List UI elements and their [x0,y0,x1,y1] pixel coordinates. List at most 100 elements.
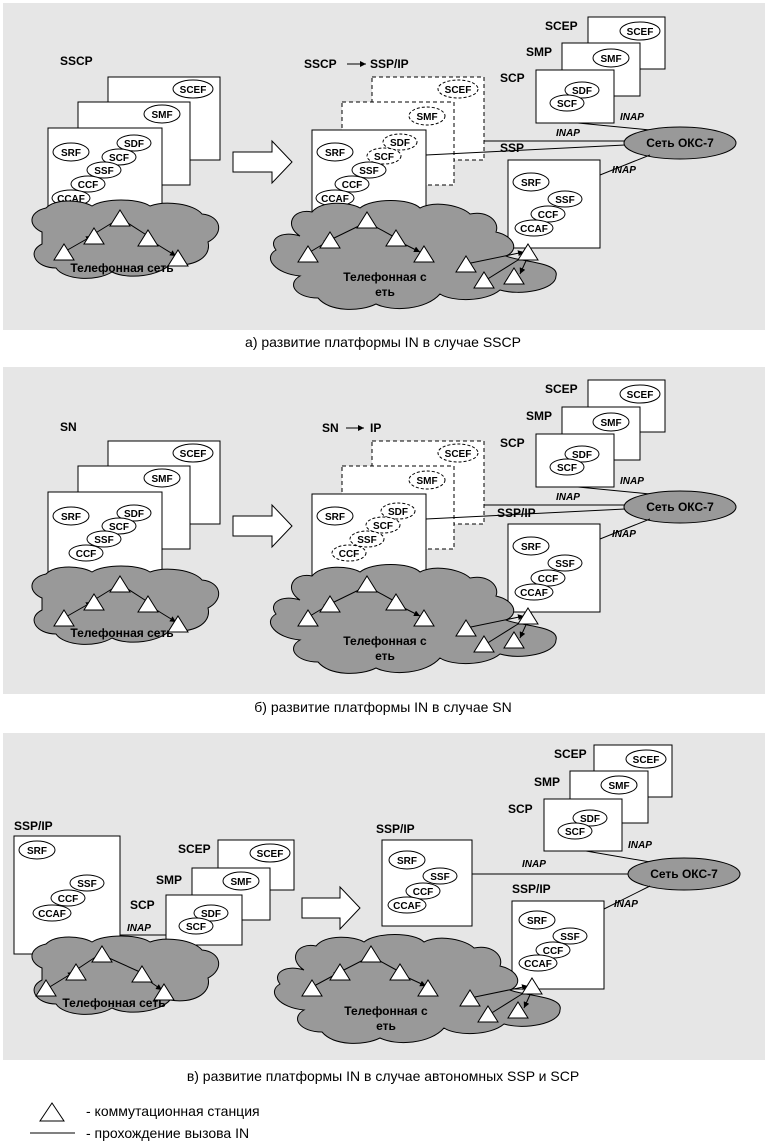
panel-b-left-ssf: SSF [94,535,113,546]
panel-a-left-network: Телефонная сеть [70,261,173,275]
panel-b-left-scf: SCF [109,522,129,533]
panel-a-left-sdf: SDF [124,139,144,150]
panel-a-left-ssf: SSF [94,166,113,177]
panel-a-ssp-label: SSP [500,141,524,155]
panel-c-mid-network-2: еть [376,1019,396,1033]
panel-b-mid-sdf: SDF [388,507,408,518]
panel-a-left-ccaf: CCAF [57,194,85,205]
panel-c-left-network: Телефонная сеть [62,996,165,1010]
legend: - коммутационная станция - прохождение в… [30,1102,260,1141]
panel-c: SSP/IP SRF SSF CCF CCAF SCEP SCEF SMP SM… [13,744,741,1044]
panel-c-inap-2: INAP [522,859,546,870]
legend-call-path-text: - прохождение вызова IN [86,1125,249,1141]
panel-b-ssp-label: SSP/IP [497,506,536,520]
panel-c-left-scp-scf: SCF [186,922,206,933]
panel-a-mid-network-1: Телефонная с [343,270,427,284]
panel-c-left-scp-label: SCP [130,898,155,912]
panel-c-left-label: SSP/IP [14,819,53,833]
panel-a-ssp-srf: SRF [521,178,541,189]
panel-b-mid-ssf: SSF [357,535,376,546]
panel-a-scp-sdf: SDF [572,86,592,97]
panel-b-caption: б) развитие платформы IN в случае SN [254,699,511,715]
panel-b-oks7: Сеть ОКС-7 [646,500,714,514]
panel-c-mid-top-ssf: SSF [430,872,449,883]
panel-a-left-label: SSCP [60,54,93,68]
panel-b-left-smf: SMF [151,474,172,485]
panel-b-inap-3: INAP [612,529,636,540]
panel-a-oks7: Сеть ОКС-7 [646,136,714,150]
panel-c-left-smp-smf: SMF [230,877,251,888]
panel-b-left-network: Телефонная сеть [70,626,173,640]
panel-c-inap-3: INAP [614,899,638,910]
panel-b-left-scef: SCEF [180,449,207,460]
panel-c-smp-label: SMP [534,775,560,789]
panel-c-ssp-ssf: SSF [560,932,579,943]
panel-a-mid-ssf: SSF [359,166,378,177]
panel-a-smp-label: SMP [526,45,552,59]
panel-c-ssp-ccaf: CCAF [524,959,552,970]
panel-a-ssp-ccf: CCF [538,210,559,221]
panel-a-mid-sdf: SDF [390,138,410,149]
panel-a-mid-scef: SCEF [445,85,472,96]
panel-c-mid-top-ccf: CCF [413,887,434,898]
panel-a-left-srf: SRF [61,148,81,159]
panel-c-left-scep-label: SCEP [178,842,211,856]
panel-b-scp-scf: SCF [557,463,577,474]
panel-b-ssp-ccf: CCF [538,574,559,585]
panel-b-smp-smf: SMF [600,418,621,429]
panel-c-mid-ssp-top: SSP/IP [376,822,415,836]
panel-c-scep-label: SCEP [554,747,587,761]
panel-b-mid-network-2: еть [375,649,395,663]
panel-c-mid-top-ccaf: CCAF [393,901,421,912]
panel-b-left-sdf: SDF [124,509,144,520]
panel-c-oks7: Сеть ОКС-7 [650,867,718,881]
panel-c-left-scep-scef: SCEF [257,849,284,860]
panel-b-ssp-ssf: SSF [555,559,574,570]
panel-c-left-smp-label: SMP [156,873,182,887]
panel-a-mid-ccaf: CCAF [321,194,349,205]
panel-a-mid-smf: SMF [416,112,437,123]
panel-b: SN SCEF SMF SRF SDF SCF SSF CCF Телефонн… [31,379,737,674]
panel-c-caption: в) развитие платформы IN в случае автоно… [187,1068,579,1084]
panel-a-left-smf: SMF [151,110,172,121]
panel-a-mid-network-2: еть [375,285,395,299]
panel-a-scp-scf: SCF [557,99,577,110]
panel-a: SSCP SCEF SMF SRF SDF SCF SSF CCF CCAF Т… [31,16,737,310]
panel-c-ssp-ccf: CCF [543,946,564,957]
panel-c-scp-scf: SCF [565,827,585,838]
panel-b-mid-from: SN [322,421,339,435]
panel-c-mid-ssp-bottom: SSP/IP [512,882,551,896]
panel-a-inap-1: INAP [620,112,644,123]
panel-a-mid-to: SSP/IP [370,57,409,71]
panel-c-mid-top-srf: SRF [397,856,417,867]
panel-a-scep-scef: SCEF [627,27,654,38]
panel-c-left-srf: SRF [27,846,47,857]
panel-a-mid-srf: SRF [325,148,345,159]
legend-station-icon [39,1102,65,1122]
panel-c-ssp-srf: SRF [527,916,547,927]
panel-a-left-scef: SCEF [180,85,207,96]
panel-a-scep-label: SCEP [545,19,578,33]
panel-a-ssp-ccaf: CCAF [520,224,548,235]
panel-b-mid-to: IP [370,421,381,435]
panel-a-mid-ccf: CCF [342,180,363,191]
panel-b-scp-sdf: SDF [572,450,592,461]
panel-b-inap-1: INAP [620,476,644,487]
panel-b-left-label: SN [60,420,77,434]
panel-c-left-ssf: SSF [77,879,96,890]
panel-c-inap-1: INAP [628,840,652,851]
panel-b-mid-srf: SRF [325,512,345,523]
panel-b-ssp-srf: SRF [521,542,541,553]
panel-b-mid-scef: SCEF [445,449,472,460]
panel-c-scp-label: SCP [508,802,533,816]
panel-c-left-ccaf: CCAF [38,909,66,920]
panel-a-left-ccf: CCF [78,180,99,191]
panel-a-mid-from: SSCP [304,57,337,71]
panel-c-left-ccf: CCF [58,894,79,905]
panel-c-mid-network-1: Телефонная с [344,1004,428,1018]
panel-a-left-scf: SCF [109,153,129,164]
panel-c-smp-smf: SMF [608,781,629,792]
panel-b-mid-scf: SCF [373,521,393,532]
